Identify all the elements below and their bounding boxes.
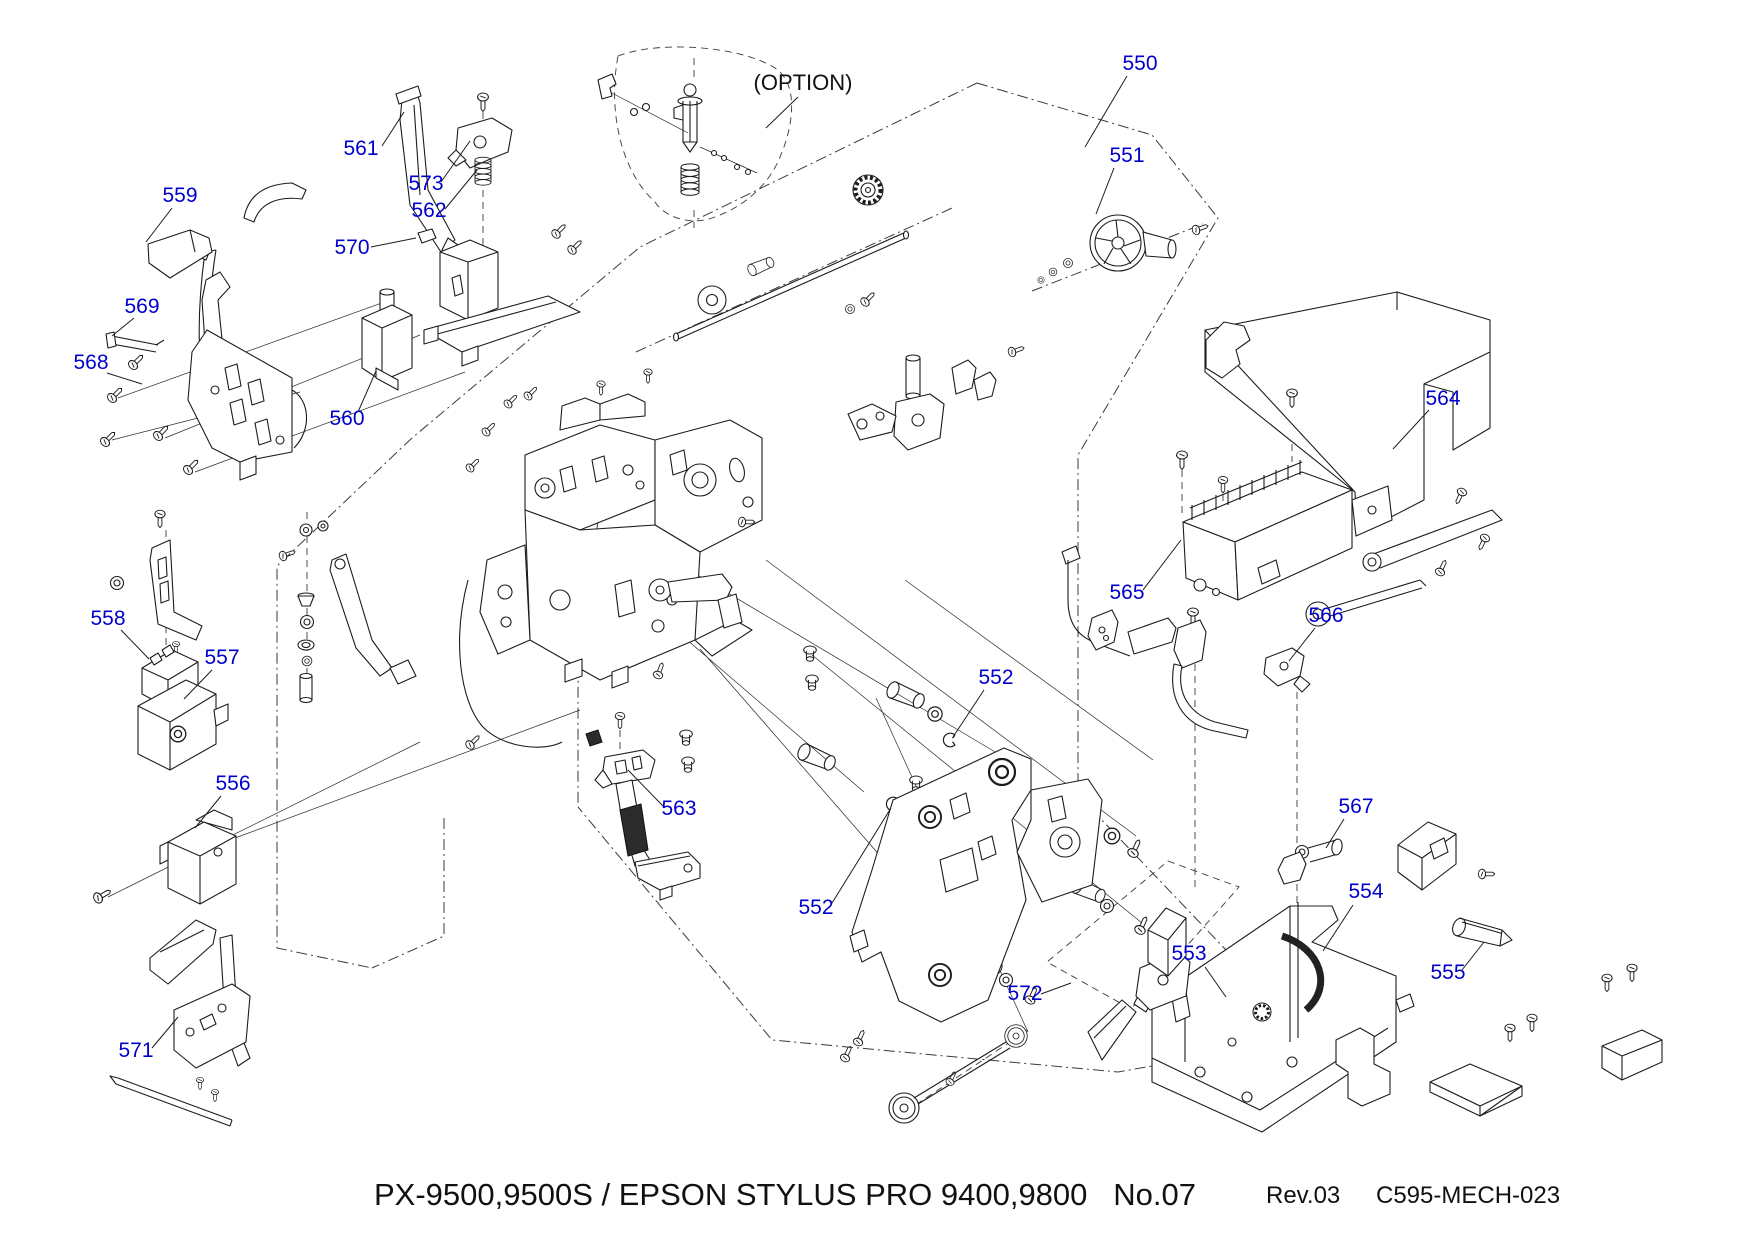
part-label-550: 550 [1122, 52, 1157, 75]
part-label-570: 570 [334, 236, 369, 259]
leader-line-552 [831, 807, 892, 904]
leader-line-567 [1325, 818, 1345, 849]
leader-line-563 [627, 769, 664, 807]
leader-line-564 [1392, 409, 1430, 450]
part-label-559: 559 [162, 184, 197, 207]
part-drawing-carriage-assembly [277, 368, 763, 752]
leader-lines [106, 75, 1485, 1049]
part-drawing-550-region [672, 173, 1211, 451]
part-label-561: 561 [343, 137, 378, 160]
part-label-552: 552 [798, 896, 833, 919]
leader-line-572 [1040, 982, 1072, 995]
part-label-571: 571 [118, 1039, 153, 1062]
part-drawing-ink-system [1061, 291, 1503, 739]
part-label-565: 565 [1109, 581, 1144, 604]
leader-line-554 [1322, 904, 1354, 952]
part-label-566: 566 [1308, 604, 1343, 627]
part-label-572: 572 [1007, 982, 1042, 1005]
leader-line-553 [1204, 966, 1227, 998]
leader-line-561 [381, 111, 405, 147]
leader-line-573 [440, 140, 471, 183]
part-label-573: 573 [408, 172, 443, 195]
leader-line-570 [370, 237, 417, 248]
part-drawing-563 [594, 711, 701, 901]
part-drawing-option-unit [597, 73, 752, 196]
leader-line-558 [120, 629, 150, 660]
part-drawing-top-left-cluster [98, 85, 585, 481]
revision-text: Rev.03 [1266, 1182, 1340, 1209]
part-label-555: 555 [1430, 961, 1465, 984]
page-title: PX-9500,9500S / EPSON STYLUS PRO 9400,98… [374, 1177, 1196, 1212]
leader-line-565 [1142, 539, 1182, 591]
part-label-569: 569 [124, 295, 159, 318]
part-drawing-left-bottom-cluster [91, 509, 251, 1127]
footer-title-block: PX-9500,9500S / EPSON STYLUS PRO 9400,98… [374, 1177, 1560, 1212]
part-label-551: 551 [1109, 144, 1144, 167]
leader-line-552 [952, 689, 985, 738]
part-label-556: 556 [215, 772, 250, 795]
leader-line-560 [357, 370, 377, 413]
leader-line-option [765, 96, 799, 129]
leader-line-569 [111, 317, 135, 337]
part-label-558: 558 [90, 607, 125, 630]
leader-line-556 [194, 795, 222, 829]
option-label: (OPTION) [754, 70, 853, 95]
doc-number-text: C595-MECH-023 [1376, 1182, 1560, 1209]
leader-line-566 [1288, 627, 1316, 662]
leader-line-550 [1084, 75, 1128, 148]
leader-line-571 [151, 1016, 179, 1049]
part-label-553: 553 [1171, 942, 1206, 965]
part-label-557: 557 [204, 646, 239, 669]
part-label-552: 552 [978, 666, 1013, 689]
part-label-554: 554 [1348, 880, 1383, 903]
part-label-564: 564 [1425, 387, 1460, 410]
leader-line-555 [1461, 941, 1485, 971]
part-drawing-frame-cluster [888, 821, 1663, 1133]
part-labels: 550 551 561 573 562 559 570 569 568 560 564 565 566 5… [73, 52, 1465, 1062]
leader-line-568 [106, 372, 143, 385]
part-label-567: 567 [1338, 795, 1373, 818]
part-drawing-552-plate-cluster [679, 645, 1152, 1064]
part-label-568: 568 [73, 351, 108, 374]
part-label-560: 560 [329, 407, 364, 430]
leader-line-562 [444, 169, 478, 210]
leader-line-551 [1095, 167, 1115, 215]
leader-line-557 [183, 669, 213, 700]
part-label-562: 562 [411, 199, 446, 222]
leader-line-559 [145, 207, 173, 243]
part-label-563: 563 [661, 797, 696, 820]
